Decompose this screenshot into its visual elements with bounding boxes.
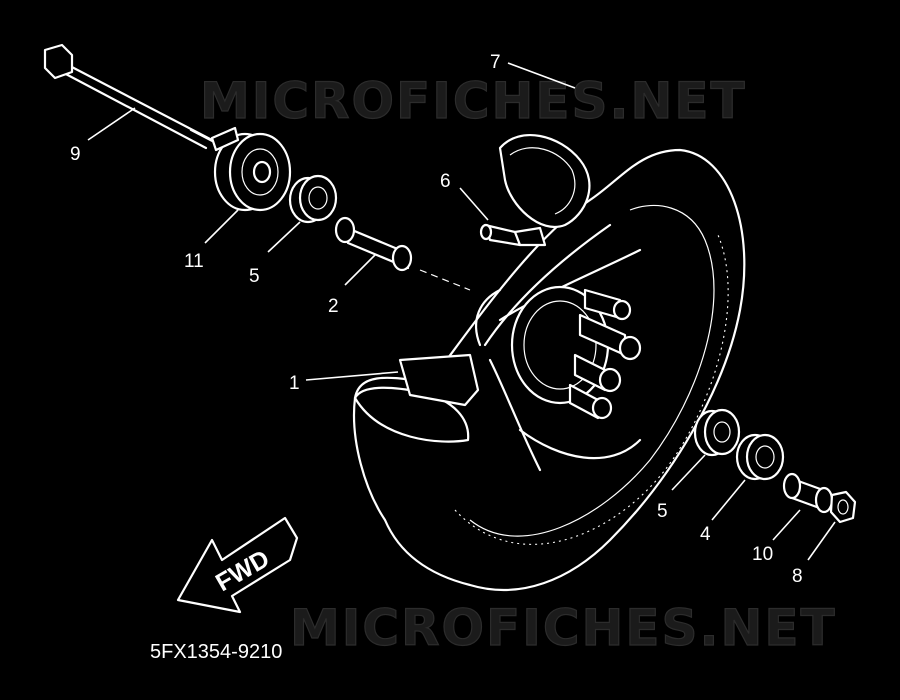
bearing-right[interactable] [693,408,741,457]
fwd-arrow-icon [176,516,299,614]
leader-1 [305,371,399,381]
leader-5a [267,221,301,253]
callout-4: 4 [700,524,711,545]
watermark-top: MICROFICHES.NET [200,72,747,130]
hub-bolts [568,288,642,420]
leader-6 [459,187,489,221]
leader-9 [87,107,136,141]
oil-seal[interactable] [735,433,785,481]
wheel-rim[interactable] [352,148,746,592]
meter-gear-unit[interactable] [210,126,292,212]
callout-2: 2 [328,296,339,317]
callout-6: 6 [440,171,451,192]
collar[interactable] [782,472,834,514]
axle-nut[interactable] [829,490,857,524]
callout-5-right: 5 [657,501,668,522]
spacer-collar[interactable] [334,216,413,272]
watermark-bottom: MICROFICHES.NET [290,599,837,657]
leader-8 [807,521,836,561]
callout-1: 1 [289,373,300,394]
leader-2 [344,254,376,286]
leader-5b [671,454,706,491]
fwd-arrow: FWD [176,516,299,614]
callout-10: 10 [752,544,773,565]
callout-8: 8 [792,566,803,587]
leader-7 [507,62,576,89]
leader-11 [204,209,239,244]
diagram-code: 5FX1354-9210 [150,641,282,663]
leader-10 [772,509,801,541]
axis-line-left [419,269,471,291]
front-axle[interactable] [43,43,216,150]
bearing-left[interactable] [288,174,338,224]
callout-5-left: 5 [249,266,260,287]
callout-11: 11 [184,251,204,272]
tire[interactable] [498,134,591,228]
tire-valve[interactable] [479,223,547,247]
callout-7: 7 [490,52,501,73]
leader-4 [711,479,746,521]
callout-9: 9 [70,144,81,165]
